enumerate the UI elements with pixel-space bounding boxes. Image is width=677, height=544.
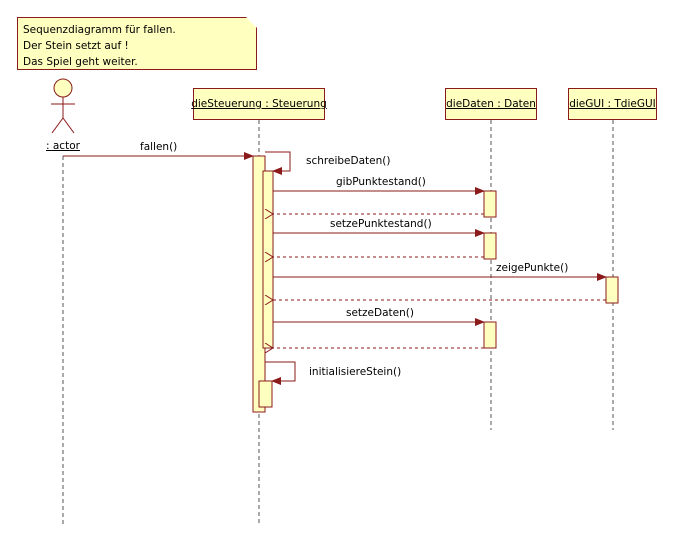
object-die-daten-label: dieDaten : Daten	[446, 98, 536, 110]
actor-figure	[51, 78, 75, 134]
gui-activation	[605, 276, 619, 304]
note-text: Sequenzdiagramm für fallen. Der Stein se…	[23, 22, 176, 70]
object-die-steuerung[interactable]: dieSteuerung : Steuerung	[191, 88, 327, 120]
steuerung-activation-nested	[262, 170, 274, 349]
object-die-daten[interactable]: dieDaten : Daten	[445, 88, 537, 120]
note-line-3: Das Spiel geht weiter.	[23, 56, 138, 68]
object-die-gui-label: dieGUI : TdieGUI	[569, 98, 656, 110]
daten-activation-2	[483, 232, 497, 260]
object-die-gui[interactable]: dieGUI : TdieGUI	[568, 88, 657, 120]
message-label-initialisierestein: initialisiereStein()	[309, 366, 402, 378]
object-die-steuerung-label: dieSteuerung : Steuerung	[191, 98, 327, 110]
note-line-2: Der Stein setzt auf !	[23, 40, 129, 52]
message-label-setzepunktestand: setzePunktestand()	[330, 218, 432, 230]
daten-activation-1	[483, 190, 497, 218]
steuerung-activation-init	[258, 380, 273, 408]
note	[17, 17, 257, 70]
message-label-zeigepunkte: zeigePunkte()	[496, 262, 569, 274]
message-label-setzedaten: setzeDaten()	[346, 307, 414, 319]
schreibedaten-self-arrow	[265, 151, 291, 175]
actor-label: : actor	[46, 140, 80, 152]
message-label-schreibedaten: schreibeDaten()	[306, 155, 391, 167]
initialisierestein-self-arrow	[265, 361, 296, 385]
note-line-1: Sequenzdiagramm für fallen.	[23, 24, 176, 36]
message-label-gibpunktestand: gibPunktestand()	[336, 176, 426, 188]
message-label-fallen: fallen()	[140, 141, 178, 153]
daten-activation-3	[483, 321, 497, 349]
